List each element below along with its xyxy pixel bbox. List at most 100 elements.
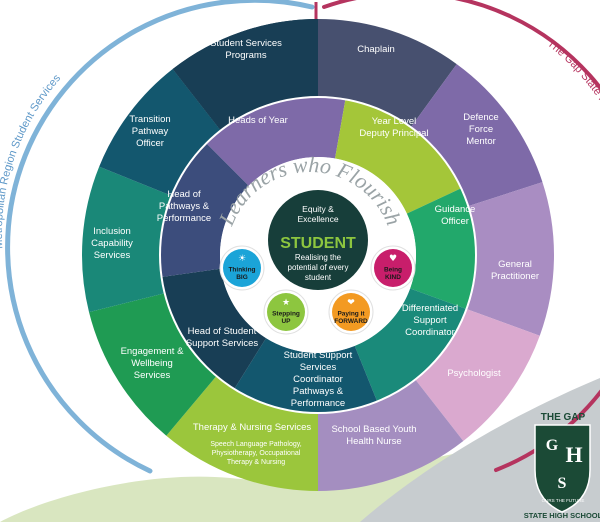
outer-label-inclusion-capability-services-line: Services [94, 250, 131, 261]
outer-segment-therapy-nursing-services [166, 376, 318, 491]
inner-segment-differentiated-support-coordinator [354, 288, 467, 402]
value-label-thinking-big-line: Thinking [228, 266, 255, 273]
outer-label-therapy-nursing-services-line: Therapy & Nursing Services [193, 422, 312, 433]
outer-segment-defence-force-mentor [410, 64, 543, 207]
value-badge-thinking-big [223, 249, 261, 287]
inner-label-differentiated-support-coordinator-line: Coordinator [405, 327, 455, 338]
inner-label-head-of-pathways-performance-line: Performance [157, 213, 211, 224]
value-label-stepping-up-line: Stepping [272, 310, 300, 317]
outer-label-transition-pathway-officer-line: Transition [129, 114, 170, 125]
inner-label-student-support-services-coordinator-line: Performance [291, 398, 345, 409]
inner-segment-year-level-deputy-principal [335, 99, 462, 214]
logo-letter: H [565, 442, 582, 467]
outer-sublabel-therapy-nursing-services-line: Physiotherapy, Occupational [212, 450, 301, 457]
left-region-arc [5, 0, 315, 474]
ring-separator [159, 96, 477, 414]
outer-segment-general-practitioner [466, 182, 555, 336]
inner-label-head-of-student-support-services-line: Head of Student [188, 326, 257, 337]
outer-label-inclusion-capability-services-line: Inclusion [93, 226, 131, 237]
outer-sublabel-therapy-nursing-services-line: Speech Language Pathology, [210, 441, 301, 448]
inner-segment-student-support-services-coordinator [234, 338, 378, 413]
outer-sublabel-therapy-nursing-services: Speech Language Pathology, Physiotherapy,… [210, 441, 301, 466]
running-person-icon: ★ [282, 298, 290, 308]
value-badge-stepping-up [267, 293, 305, 331]
outer-label-general-practitioner-line: Practitioner [491, 271, 539, 282]
logo-top-text: THE GAP [541, 412, 586, 423]
value-label-thinking-big-line: BIG [236, 274, 248, 281]
equity-excellence-label-line: Equity & [302, 204, 334, 214]
outer-label-student-services-programs-line: Student Services [210, 38, 282, 49]
inner-label-head-of-pathways-performance-line: Pathways & [159, 201, 210, 212]
outer-segment-inclusion-capability-services [82, 166, 172, 313]
inner-label-heads-of-year: Heads of Year [228, 115, 288, 126]
inner-label-student-support-services-coordinator-line: Student Support [284, 350, 353, 361]
equity-excellence-label: Equity &Excellence [297, 204, 338, 224]
value-badge-being-kind [374, 249, 412, 287]
value-label-paying-it-forward-line: FORWARD [334, 318, 368, 325]
outer-segment-engagement-wellbeing-services [89, 293, 217, 436]
inner-segment-heads-of-year [206, 97, 346, 186]
inner-label-head-of-student-support-services-line: Support Services [186, 338, 259, 349]
outer-label-chaplain-line: Chaplain [357, 44, 395, 55]
realising-potential-label-line: potential of every [288, 263, 349, 272]
value-label-paying-it-forward-line: Paying it [337, 310, 365, 317]
outer-segment-psychologist [415, 309, 540, 441]
logo-letter: S [558, 475, 567, 492]
right-school-arc [322, 0, 600, 472]
outer-label-psychologist: Psychologist [447, 368, 501, 379]
inner-label-guidance-officer-line: Guidance [435, 204, 476, 215]
outer-segment-school-based-youth-health-nurse [318, 379, 464, 491]
outer-label-therapy-nursing-services: Therapy & Nursing Services [193, 422, 312, 433]
inner-segment-head-of-pathways-performance [160, 143, 249, 277]
outer-label-engagement-wellbeing-services-line: Wellbeing [131, 358, 173, 369]
outer-label-transition-pathway-officer-line: Pathway [132, 126, 169, 137]
outer-label-school-based-youth-health-nurse-line: Health Nurse [346, 436, 401, 447]
outer-label-engagement-wellbeing-services-line: Engagement & [121, 346, 185, 357]
inner-label-guidance-officer-line: Officer [441, 216, 469, 227]
outer-label-defence-force-mentor-line: Force [469, 124, 493, 135]
outer-label-psychologist-line: Psychologist [447, 368, 501, 379]
value-label-being-kind-line: KIND [385, 274, 401, 281]
inner-label-differentiated-support-coordinator-line: Support [413, 315, 447, 326]
lightbulb-icon: ☀ [238, 254, 246, 264]
student-centre-circle [268, 190, 368, 290]
value-badge-paying-it-forward [332, 293, 370, 331]
outer-label-transition-pathway-officer-line: Officer [136, 138, 164, 149]
right-school-label: The Gap State High School Internal Servi… [545, 37, 600, 234]
outer-label-inclusion-capability-services-line: Capability [91, 238, 133, 249]
realising-potential-label-line: Realising the [295, 253, 342, 262]
right-school-label-text: The Gap State High School Internal Servi… [545, 37, 600, 234]
outer-label-defence-force-mentor-line: Mentor [466, 136, 496, 147]
logo-letter: G [546, 437, 559, 454]
inner-segment-guidance-officer [406, 188, 477, 310]
inner-label-student-support-services-coordinator-line: Coordinator [293, 374, 343, 385]
outer-sublabel-therapy-nursing-services-line: Therapy & Nursing [227, 459, 285, 466]
heart-icon: ♥ [389, 254, 397, 264]
value-label-stepping-up-line: UP [281, 318, 291, 325]
outer-segment-transition-pathway-officer [99, 69, 221, 196]
realising-potential-label-line: student [305, 273, 332, 282]
hand-heart-icon: ❤ [347, 298, 355, 308]
logo-motto: OURS THE FUTURE [542, 498, 585, 503]
outer-label-engagement-wellbeing-services-line: Services [134, 370, 171, 381]
inner-segment-head-of-student-support-services [161, 268, 267, 389]
inner-label-year-level-deputy-principal-line: Deputy Principal [359, 128, 428, 139]
outer-label-school-based-youth-health-nurse-line: School Based Youth [331, 424, 416, 435]
outer-label-chaplain: Chaplain [357, 44, 395, 55]
inner-label-student-support-services-coordinator-line: Pathways & [293, 386, 344, 397]
school-crest-shield [534, 424, 591, 513]
